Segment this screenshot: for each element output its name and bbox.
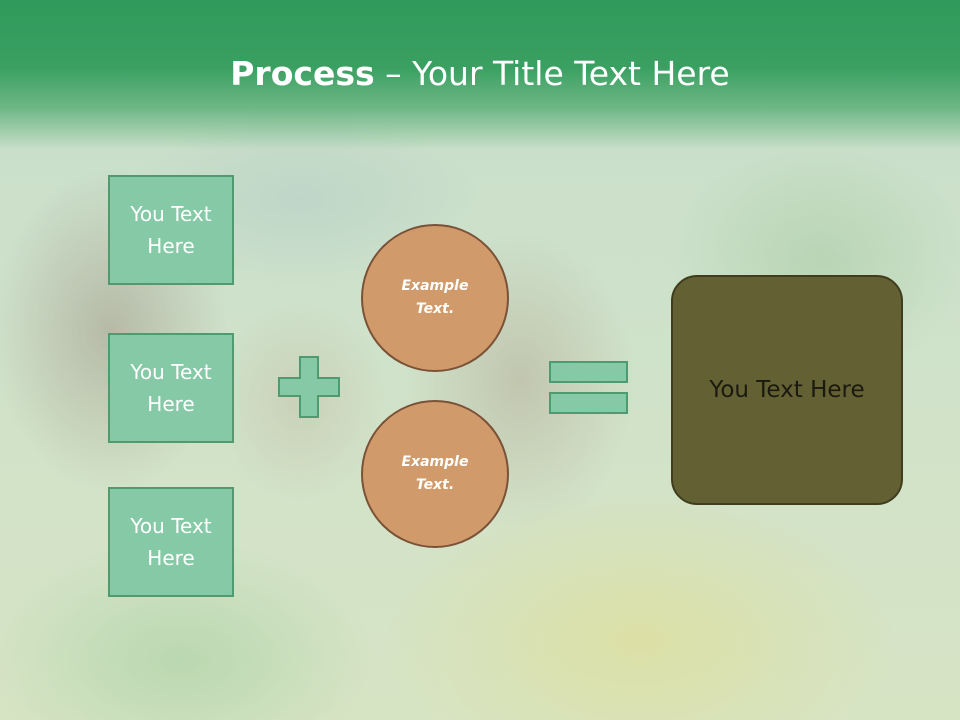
- text-box-1[interactable]: You Text Here: [108, 175, 234, 285]
- circle-1[interactable]: Example Text.: [361, 224, 509, 372]
- title-bold: Process: [230, 54, 375, 93]
- result-box[interactable]: You Text Here: [671, 275, 903, 505]
- text-box-2[interactable]: You Text Here: [108, 333, 234, 443]
- text-box-3-label: You Text Here: [130, 514, 212, 570]
- circle-2[interactable]: Example Text.: [361, 400, 509, 548]
- circle-1-label: Example Text.: [401, 278, 469, 317]
- slide-title: Process – Your Title Text Here: [0, 50, 960, 98]
- title-rest: – Your Title Text Here: [374, 54, 730, 93]
- title-band: [0, 0, 960, 150]
- text-box-3[interactable]: You Text Here: [108, 487, 234, 597]
- text-box-1-label: You Text Here: [130, 202, 212, 258]
- result-label: You Text Here: [709, 377, 865, 403]
- circle-2-label: Example Text.: [401, 454, 469, 493]
- equals-icon: [549, 361, 628, 414]
- text-box-2-label: You Text Here: [130, 360, 212, 416]
- plus-icon: [278, 356, 340, 418]
